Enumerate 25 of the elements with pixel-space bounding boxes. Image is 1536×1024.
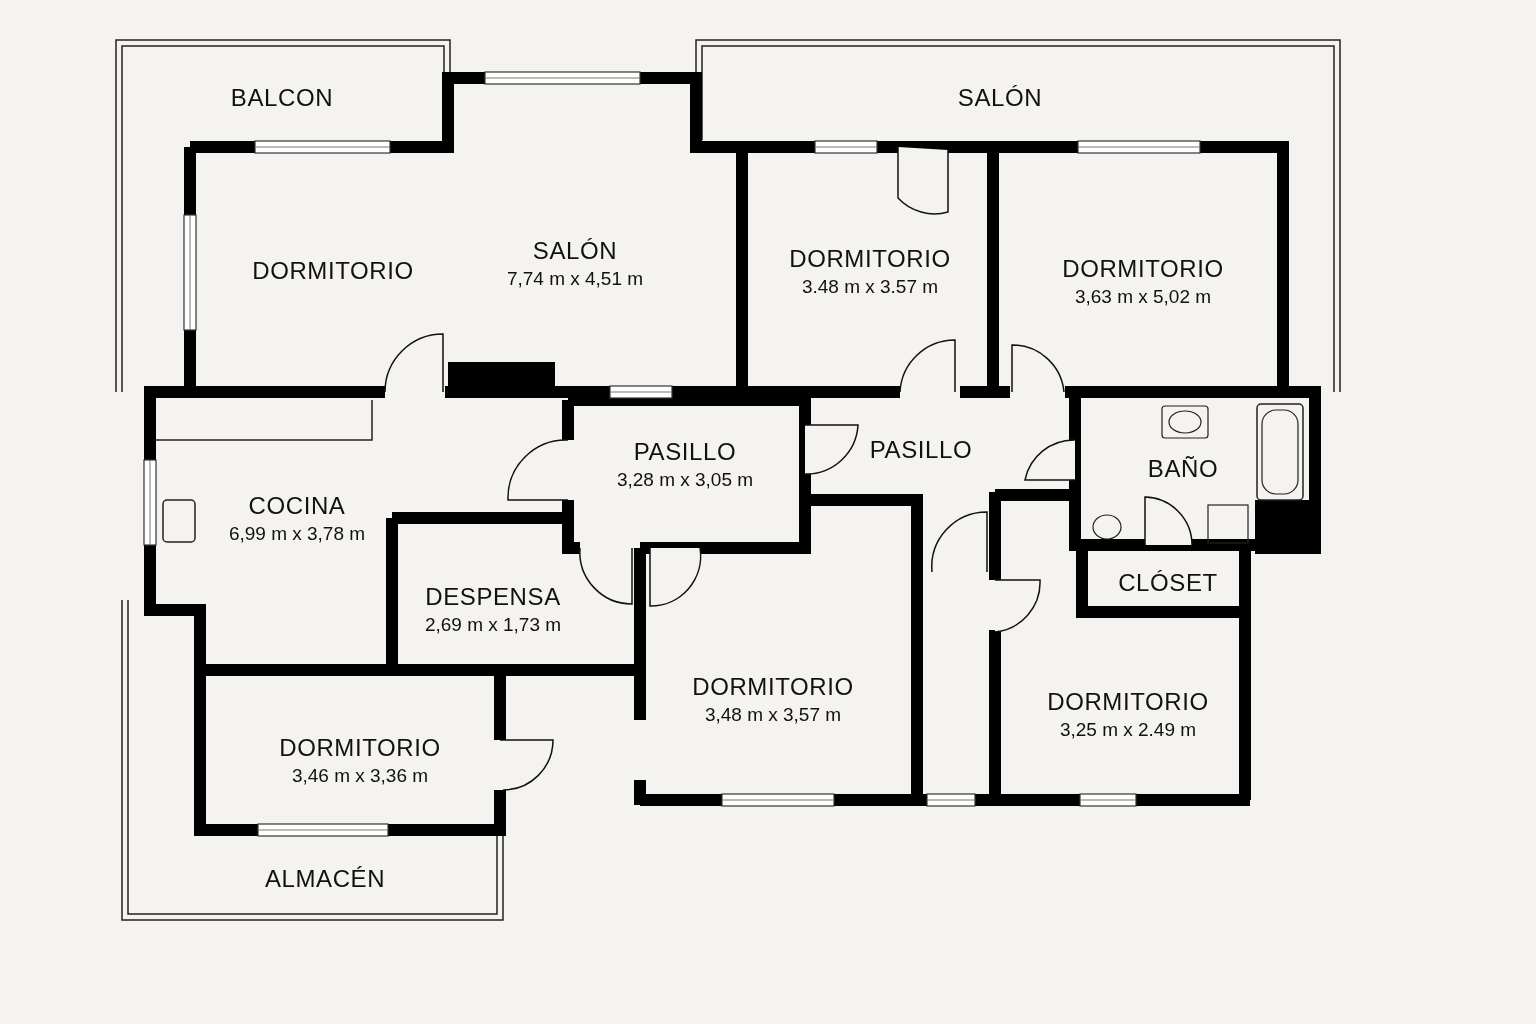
room-name: BAÑO <box>1147 454 1219 484</box>
room-dimensions: 2,69 m x 1,73 m <box>424 613 562 637</box>
room-name: DORMITORIO <box>1062 254 1224 284</box>
room-dimensions: 3,46 m x 3,36 m <box>291 764 429 788</box>
room-name: DORMITORIO <box>279 733 441 763</box>
room-dimensions: 7,74 m x 4,51 m <box>506 267 644 291</box>
room-dimensions: 3.48 m x 3.57 m <box>801 275 939 299</box>
room-dimensions: 6,99 m x 3,78 m <box>228 522 366 546</box>
room-dimensions: 3,28 m x 3,05 m <box>616 468 754 492</box>
room-dimensions: 3,25 m x 2.49 m <box>1059 718 1197 742</box>
room-name: SALÓN <box>957 83 1043 113</box>
room-name: COCINA <box>248 491 346 521</box>
room-dimensions: 3,63 m x 5,02 m <box>1074 285 1212 309</box>
room-dimensions: 3,48 m x 3,57 m <box>704 703 842 727</box>
room-name: DORMITORIO <box>692 672 854 702</box>
room-name: ALMACÉN <box>264 864 386 894</box>
room-name: PASILLO <box>633 437 737 467</box>
room-name: DORMITORIO <box>252 256 414 286</box>
room-name: DORMITORIO <box>1047 687 1209 717</box>
room-name: DORMITORIO <box>789 244 951 274</box>
room-name: PASILLO <box>869 435 973 465</box>
room-name: CLÓSET <box>1118 568 1218 598</box>
room-name: DESPENSA <box>425 582 561 612</box>
room-name: BALCON <box>230 83 334 113</box>
room-name: SALÓN <box>532 236 618 266</box>
